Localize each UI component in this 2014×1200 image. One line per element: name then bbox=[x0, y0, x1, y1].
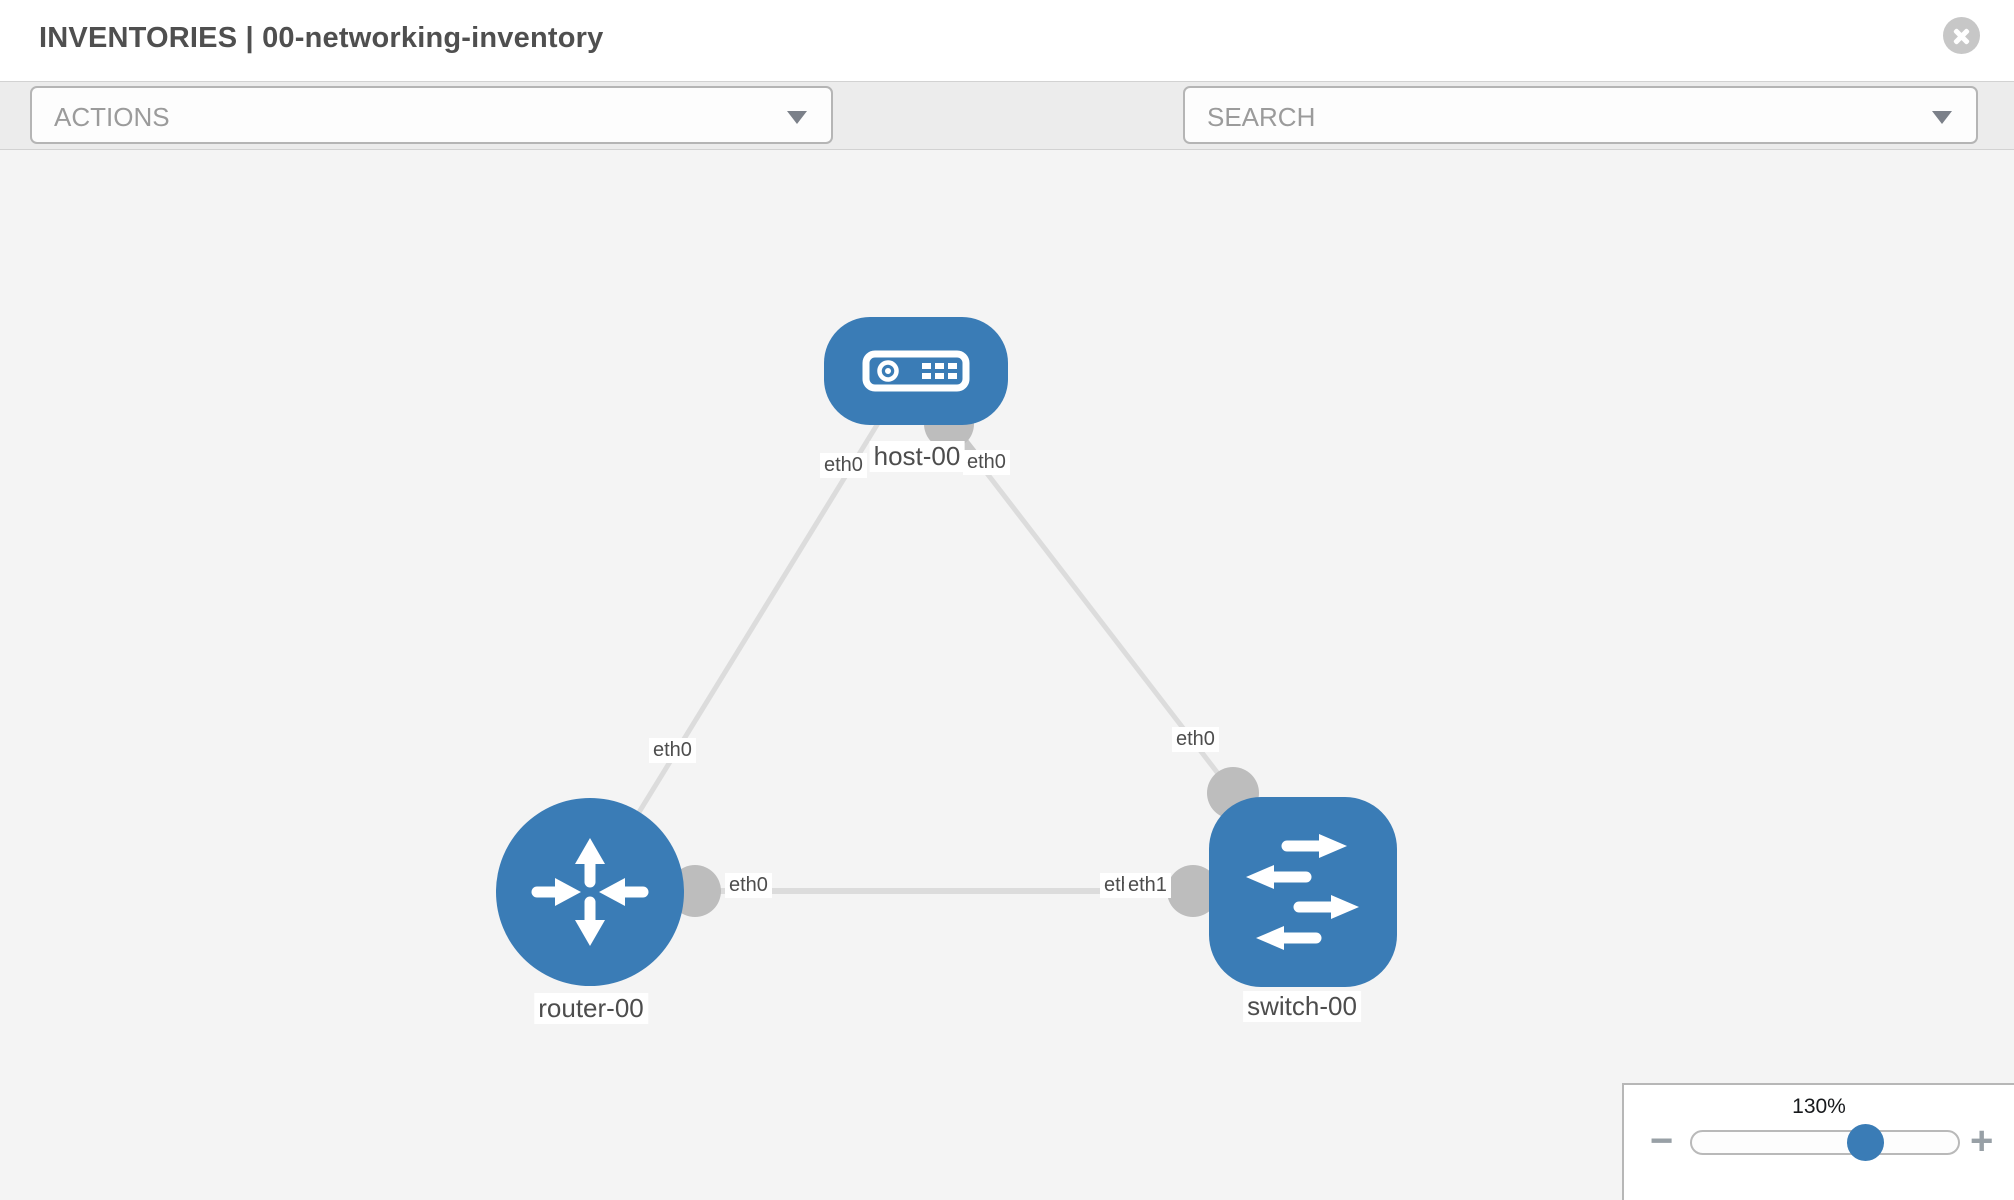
interface-label-router-eth0-uplink: eth0 bbox=[649, 738, 696, 763]
interface-label-switch-eth0-top: eth0 bbox=[1172, 727, 1219, 752]
page-title: INVENTORIES | 00-networking-inventory bbox=[39, 22, 604, 54]
actions-dropdown-label: ACTIONS bbox=[54, 102, 170, 132]
node-switch-00[interactable] bbox=[1209, 797, 1397, 987]
port-switch-left[interactable] bbox=[1167, 865, 1219, 917]
actions-dropdown[interactable]: ACTIONS bbox=[30, 86, 833, 144]
search-input[interactable]: SEARCH bbox=[1183, 86, 1978, 144]
interface-label-host-eth0-left: eth0 bbox=[820, 453, 867, 478]
router-icon bbox=[531, 838, 649, 946]
interface-label-host-eth0-right: eth0 bbox=[963, 450, 1010, 475]
node-router-00[interactable] bbox=[496, 798, 684, 986]
zoom-slider-handle[interactable] bbox=[1846, 1124, 1884, 1161]
switch-icon bbox=[1246, 834, 1359, 950]
node-label-switch-00: switch-00 bbox=[1243, 991, 1361, 1023]
node-label-router-00: router-00 bbox=[534, 993, 648, 1025]
zoom-level-value: 130% bbox=[1792, 1095, 1846, 1118]
zoom-panel: 130% − + bbox=[1622, 1083, 2014, 1200]
chevron-down-icon bbox=[787, 111, 807, 124]
interface-label-switch-eth1-left: eth1 bbox=[1124, 873, 1171, 898]
close-icon[interactable] bbox=[1943, 17, 1980, 54]
topology-links-layer bbox=[587, 399, 1304, 917]
zoom-slider[interactable] bbox=[1690, 1124, 1960, 1161]
topology-canvas[interactable]: host-00 router-00 switch-00 eth0 eth0 et… bbox=[0, 150, 2014, 1200]
toolbar: ACTIONS SEARCH bbox=[0, 81, 2014, 216]
host-icon bbox=[862, 350, 970, 392]
chevron-down-icon bbox=[1932, 111, 1952, 124]
interface-label-router-eth0-right: eth0 bbox=[725, 873, 772, 898]
zoom-out-button[interactable]: − bbox=[1650, 1119, 1674, 1163]
search-placeholder: SEARCH bbox=[1207, 102, 1316, 132]
node-host-00[interactable] bbox=[824, 317, 1008, 425]
page-header: INVENTORIES | 00-networking-inventory bbox=[0, 0, 2014, 81]
node-label-host-00: host-00 bbox=[869, 441, 965, 473]
zoom-in-button[interactable]: + bbox=[1970, 1119, 1994, 1163]
